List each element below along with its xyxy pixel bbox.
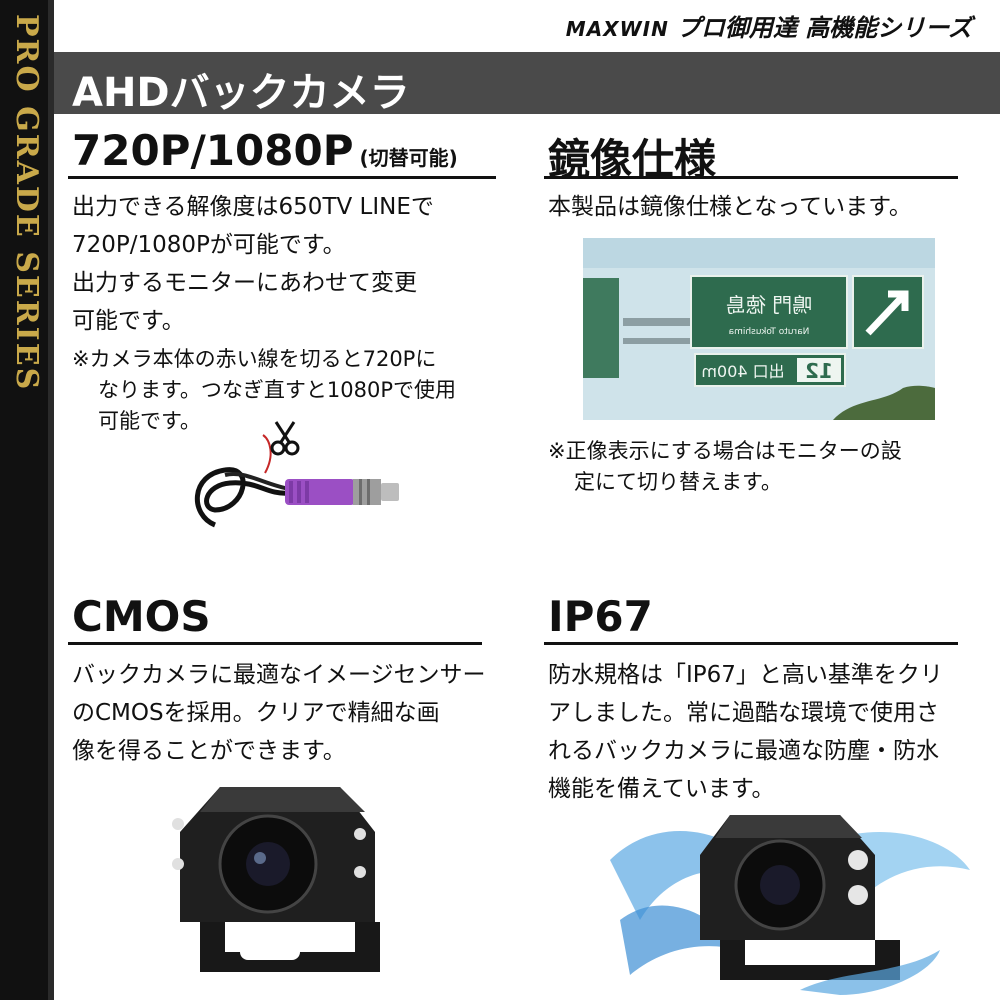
text-line: 可能です。 (72, 308, 185, 334)
text-line: アしました。常に過酷な環境で使用さ (548, 700, 939, 726)
text-line: 機能を備えています。 (548, 776, 775, 802)
brand-tagline: プロ御用達 高機能シリーズ (676, 13, 972, 42)
text-line: れるバックカメラに最適な防塵・防水 (548, 738, 939, 764)
red-wire (262, 434, 272, 474)
cable-illustration (194, 421, 399, 528)
text-line: 出力するモニターにあわせて変更 (72, 270, 417, 296)
note-line: 定にて切り替えます。 (574, 470, 782, 494)
mirror-note: ※正像表示にする場合はモニターの設 定にて切り替えます。 (548, 436, 902, 498)
scissors-icon (270, 421, 300, 456)
title-banner: AHDバックカメラ (54, 52, 1000, 116)
resolution-title: 720P/1080P(切替可能) (72, 126, 458, 175)
text-line: バックカメラに最適なイメージセンサー (72, 662, 486, 688)
sign-city-en: Naruto Tokushima (729, 327, 810, 337)
text-line: 防水規格は「IP67」と高い基準をクリ (548, 662, 943, 688)
camera-photo-front (172, 787, 380, 972)
mirrored-sign-photo: 鳴門 徳島 Naruto Tokushima 12 出口 400m (583, 238, 935, 420)
sidebar-series-label: PRO GRADE SERIES (9, 14, 44, 392)
brand-header: MAXWIN プロ御用達 高機能シリーズ (566, 8, 972, 43)
brand-logo: MAXWIN (565, 17, 669, 41)
resolution-description: 出力できる解像度は650TV LINEで 720P/1080Pが可能です。 出力… (72, 188, 434, 340)
ip67-description: 防水規格は「IP67」と高い基準をクリ アしました。常に過酷な環境で使用さ れる… (548, 656, 943, 808)
resolution-title-text: 720P/1080P (72, 126, 354, 175)
arrow-icon (865, 290, 909, 336)
text-line: 720P/1080Pが可能です。 (72, 232, 346, 258)
sidebar-divider (48, 0, 54, 1000)
cmos-title: CMOS (72, 592, 211, 641)
sign-city-jp: 鳴門 徳島 (726, 293, 812, 317)
cmos-rule (68, 642, 482, 645)
text-line: 像を得ることができます。 (72, 738, 346, 764)
sign-exit-distance: 出口 400m (701, 362, 784, 381)
resolution-subtitle: (切替可能) (359, 146, 458, 170)
note-line: ※カメラ本体の赤い線を切ると720Pに (72, 347, 437, 371)
note-line: 可能です。 (98, 409, 201, 433)
sign-exit-number: 12 (805, 359, 833, 383)
text-line: 本製品は鏡像仕様となっています。 (548, 194, 912, 220)
note-line: なります。つなぎ直すと1080Pで使用 (98, 378, 457, 402)
text-line: 出力できる解像度は650TV LINEで (72, 194, 434, 220)
ip67-rule (544, 642, 958, 645)
mirror-rule (544, 176, 958, 179)
sidebar (0, 0, 48, 1000)
note-line: ※正像表示にする場合はモニターの設 (548, 439, 902, 463)
ip67-title: IP67 (548, 592, 653, 641)
resolution-rule (68, 176, 496, 179)
mirror-title: 鏡像仕様 (548, 135, 717, 184)
cmos-description: バックカメラに最適なイメージセンサー のCMOSを採用。クリアで精細な画 像を得… (72, 656, 486, 770)
page-title: AHDバックカメラ (72, 70, 410, 116)
waterproof-camera-photo (610, 815, 970, 995)
text-line: のCMOSを採用。クリアで精細な画 (72, 700, 440, 726)
mirror-description: 本製品は鏡像仕様となっています。 (548, 188, 912, 226)
resolution-note: ※カメラ本体の赤い線を切ると720Pに なります。つなぎ直すと1080Pで使用 … (72, 344, 456, 437)
purple-connector (285, 479, 355, 505)
